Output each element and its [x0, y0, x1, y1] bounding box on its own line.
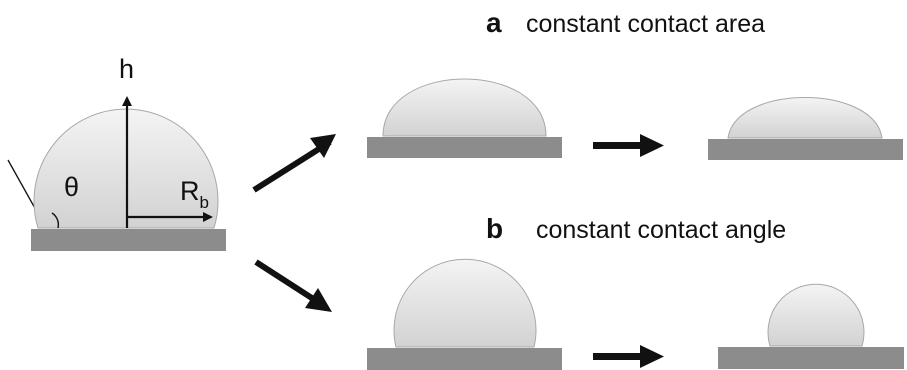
- initial-droplet-group: h θ Rb: [7, 54, 226, 251]
- arrow-to-panel-b-head: [305, 288, 332, 312]
- panel-a-substrate-initial: [367, 137, 562, 158]
- arrow-to-panel-b: [254, 259, 320, 305]
- radius-label-subscript: b: [200, 193, 209, 212]
- panel-a-arrow-shaft: [593, 142, 641, 149]
- panel-a-substrate-final: [708, 139, 903, 160]
- panel-b-droplet-initial: [393, 258, 537, 348]
- panel-a: a constant contact area: [367, 7, 903, 160]
- panel-b-caption: constant contact angle: [536, 216, 786, 244]
- panel-b-substrate-initial: [367, 348, 562, 370]
- panel-a-droplet-final: [727, 97, 883, 139]
- panel-a-arrow-head: [640, 134, 664, 157]
- panel-b-arrow-head: [640, 345, 664, 368]
- panel-b-droplet-final: [767, 283, 865, 347]
- contact-angle-label: θ: [64, 172, 79, 202]
- panel-b-arrow-shaft: [593, 353, 641, 360]
- height-label: h: [119, 54, 134, 84]
- arrow-to-panel-a: [252, 139, 332, 193]
- panel-a-caption: constant contact area: [526, 10, 765, 38]
- contact-angle-arc: [51, 212, 60, 229]
- panel-b: b constant contact angle: [367, 213, 904, 370]
- panel-a-droplet-initial: [382, 78, 547, 137]
- radius-label-main: R: [180, 176, 200, 206]
- panel-a-letter: a: [486, 7, 502, 38]
- radius-label: Rb: [180, 176, 209, 212]
- panel-b-letter: b: [486, 213, 503, 244]
- arrow-to-panel-a-head: [310, 134, 336, 158]
- panel-b-substrate-final: [718, 347, 904, 369]
- initial-substrate: [31, 229, 226, 251]
